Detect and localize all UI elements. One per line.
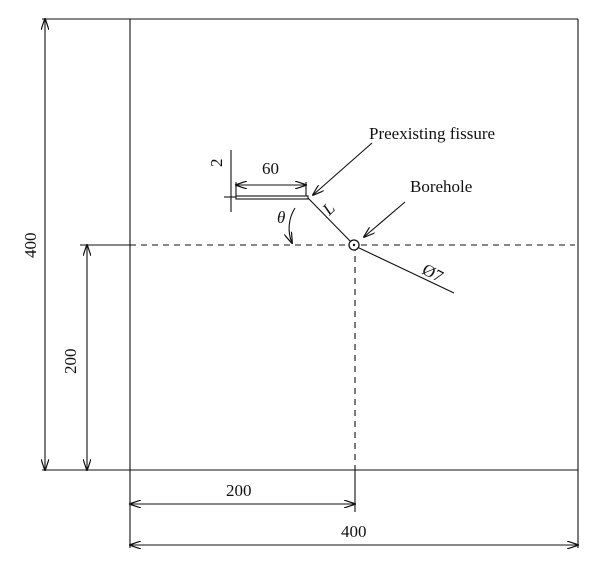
length-line xyxy=(307,197,353,244)
dimension-value-vertical-200: 200 xyxy=(61,349,80,375)
angle-arc xyxy=(289,207,296,243)
borehole-center-dot xyxy=(352,243,356,247)
borehole-leader-arrow xyxy=(364,201,406,237)
label-preexisting-fissure: Preexisting fissure xyxy=(369,124,495,143)
label-angle: θ xyxy=(277,208,285,227)
dimension-value-vertical-400: 400 xyxy=(21,233,40,259)
dimension-value-horizontal-200: 200 xyxy=(226,481,252,500)
fissure-leader-arrow xyxy=(313,142,373,195)
preexisting-fissure xyxy=(235,195,309,200)
dimension-value-horizontal-400: 400 xyxy=(341,522,367,541)
label-borehole: Borehole xyxy=(410,177,472,196)
label-length: L xyxy=(318,199,339,220)
diameter-leader-line xyxy=(356,246,455,294)
label-diameter: Ø7 xyxy=(419,260,447,287)
dimension-value-fissure-width: 60 xyxy=(262,159,279,178)
dimension-value-fissure-thickness: 2 xyxy=(207,159,226,168)
